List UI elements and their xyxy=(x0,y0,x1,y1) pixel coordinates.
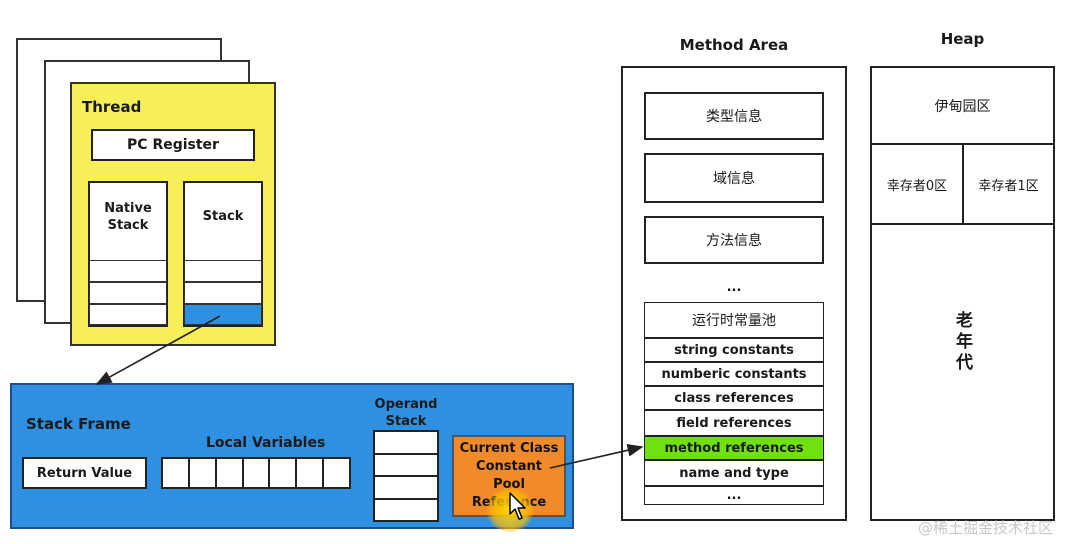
native-stack-label: Native Stack xyxy=(104,201,152,233)
old-generation-label: 老年代 xyxy=(952,310,972,374)
local-variable-slot xyxy=(296,457,324,489)
thread-card: Thread PC Register Native Stack Stack xyxy=(70,82,276,346)
return-value-label: Return Value xyxy=(36,465,133,481)
local-variable-slot xyxy=(242,457,270,489)
stack-cell-1 xyxy=(184,260,262,282)
watermark-text: @稀土掘金技术社区 xyxy=(918,519,1054,537)
return-value-box: Return Value xyxy=(22,457,147,489)
local-variable-slot xyxy=(323,457,352,489)
stack-label: Stack xyxy=(202,208,244,224)
thread-title: Thread xyxy=(82,98,142,116)
method-area-title: Method Area xyxy=(679,36,789,54)
pc-register-label: PC Register xyxy=(127,137,219,153)
stack-cell-current-frame xyxy=(184,304,262,325)
survivor-0-space: 幸存者0区 xyxy=(872,145,964,225)
pc-register-box: PC Register xyxy=(91,129,255,161)
native-stack-cell-1 xyxy=(89,260,167,282)
pool-row-class-references: class references xyxy=(644,386,824,410)
mouse-cursor-icon xyxy=(509,492,526,520)
operand-stack-column xyxy=(373,430,439,522)
local-variable-slot xyxy=(215,457,243,489)
pool-row-string-constants: string constants xyxy=(644,338,824,362)
local-variables-array xyxy=(161,457,352,489)
heap-box: 伊甸园区 幸存者0区 幸存者1区 老年代 xyxy=(870,66,1055,521)
local-variable-slot xyxy=(161,457,189,489)
local-variable-slot xyxy=(188,457,216,489)
operand-stack-title: Operand Stack xyxy=(374,397,438,429)
stack-frame-box: Stack Frame Return Value Local Variables… xyxy=(10,383,574,529)
type-info-box: 类型信息 xyxy=(644,92,824,140)
local-variables-title: Local Variables xyxy=(206,435,326,451)
old-generation-space: 老年代 xyxy=(872,225,1053,519)
pool-row-field-references: field references xyxy=(644,410,824,436)
pool-row-numberic-constants: numberic constants xyxy=(644,362,824,386)
native-stack-cell-2 xyxy=(89,282,167,304)
method-info-box: 方法信息 xyxy=(644,216,824,264)
stack-frame-title: Stack Frame xyxy=(26,415,131,433)
survivor-1-space: 幸存者1区 xyxy=(964,145,1053,225)
native-stack-box: Native Stack xyxy=(88,181,168,327)
pool-row-ellipsis: ... xyxy=(644,486,824,505)
field-info-box: 域信息 xyxy=(644,153,824,203)
heap-title: Heap xyxy=(940,30,985,48)
pool-row-method-references: method references xyxy=(644,436,824,460)
native-stack-cell-3 xyxy=(89,304,167,325)
pool-row-name-and-type: name and type xyxy=(644,460,824,486)
stack-cell-2 xyxy=(184,282,262,304)
local-variable-slot xyxy=(269,457,297,489)
operand-stack-slot xyxy=(373,476,439,499)
stack-box: Stack xyxy=(183,181,263,327)
runtime-constant-pool-box: 运行时常量池 string constants numberic constan… xyxy=(644,302,824,505)
operand-stack-slot xyxy=(373,498,439,522)
operand-stack-slot xyxy=(373,453,439,476)
method-area-box: 类型信息 域信息 方法信息 ... 运行时常量池 string constant… xyxy=(621,66,847,521)
eden-space: 伊甸园区 xyxy=(872,68,1053,145)
method-area-ellipsis: ... xyxy=(726,279,742,295)
runtime-constant-pool-title: 运行时常量池 xyxy=(644,302,824,338)
operand-stack-slot xyxy=(373,430,439,454)
